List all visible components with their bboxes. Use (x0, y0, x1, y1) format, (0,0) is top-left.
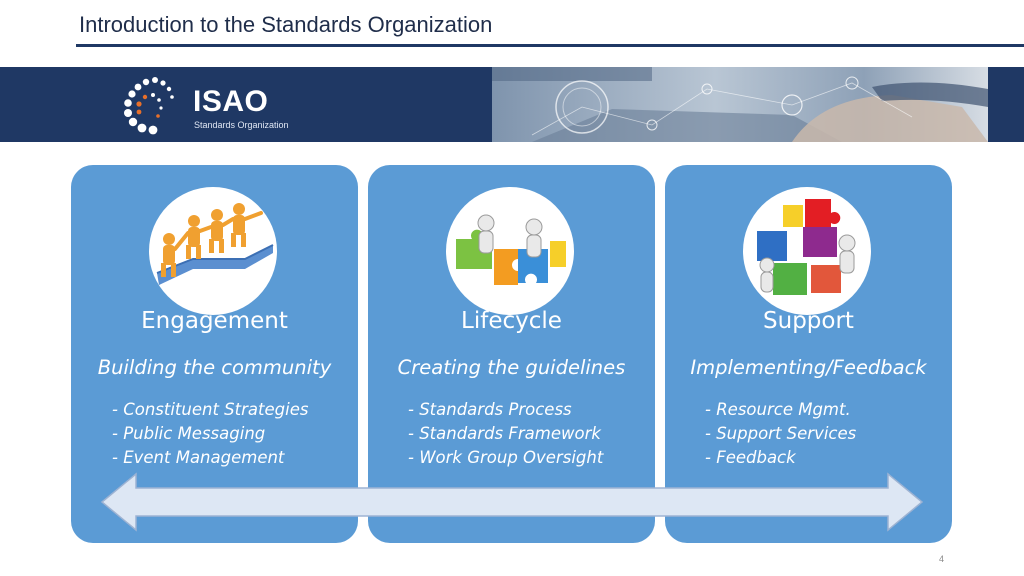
card-subtitle: Building the community (97, 356, 332, 379)
list-item: - Standards Framework (408, 424, 601, 443)
technology-photo (492, 67, 988, 142)
page-title: Introduction to the Standards Organizati… (79, 12, 493, 37)
dots-ring-icon (124, 77, 174, 135)
logo-subtitle: Standards Organization (194, 120, 289, 130)
card-lifecycle: Lifecycle Creating the guidelines - Stan… (368, 165, 655, 543)
logo-wordmark: ISAO (193, 85, 269, 118)
list-item: - Standards Process (408, 400, 572, 419)
double-arrow-icon (100, 472, 924, 532)
card-subtitle: Creating the guidelines (397, 356, 626, 379)
list-item: - Event Management (112, 448, 285, 467)
people-puzzle-icon (149, 187, 277, 315)
puzzle-building-icon (446, 187, 574, 315)
list-item: - Constituent Strategies (112, 400, 309, 419)
list-item: - Feedback (705, 448, 796, 467)
card-support: Support Implementing/Feedback - Resource… (665, 165, 952, 543)
card-item-list: - Resource Mgmt. - Support Services - Fe… (705, 398, 856, 470)
list-item: - Resource Mgmt. (705, 400, 851, 419)
card-title: Engagement (141, 308, 288, 334)
list-item: - Support Services (705, 424, 857, 443)
card-engagement: Engagement Building the community - Cons… (71, 165, 358, 543)
isao-logo: ISAO Standards Organization (118, 75, 318, 135)
puzzle-assembly-icon (743, 187, 871, 315)
card-title: Support (763, 308, 854, 334)
header-banner: ISAO Standards Organization (0, 67, 1024, 142)
card-item-list: - Standards Process - Standards Framewor… (408, 398, 603, 470)
list-item: - Work Group Oversight (408, 448, 604, 467)
page-number: 4 (939, 554, 945, 564)
card-subtitle: Implementing/Feedback (690, 356, 927, 379)
card-item-list: - Constituent Strategies - Public Messag… (112, 398, 308, 470)
card-title: Lifecycle (461, 308, 562, 334)
list-item: - Public Messaging (112, 424, 266, 443)
title-underline (76, 44, 1024, 47)
